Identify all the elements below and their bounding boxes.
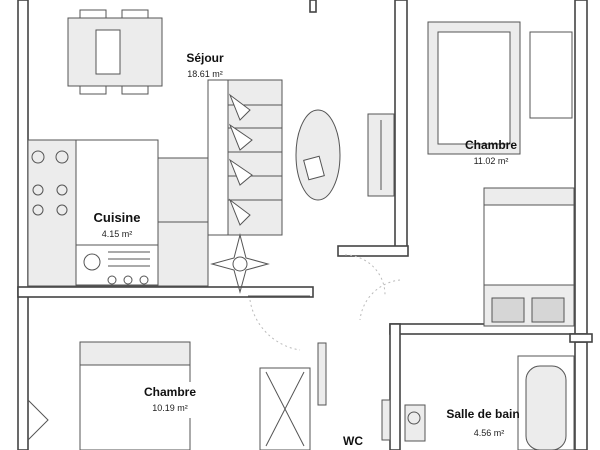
bathtub-inner xyxy=(525,365,567,450)
tv-cabinet xyxy=(367,113,395,197)
bathroom xyxy=(381,355,575,450)
counter-left xyxy=(27,139,77,287)
room-name-cuisine: Cuisine xyxy=(94,210,141,225)
sink xyxy=(407,411,421,425)
sink-bowl xyxy=(83,253,101,271)
walls xyxy=(17,0,593,450)
coffee-table xyxy=(295,109,341,201)
wardrobe xyxy=(529,31,573,119)
sofa xyxy=(207,79,283,236)
wall-top-stub xyxy=(309,0,317,13)
radiator xyxy=(317,342,327,406)
door-arc-wc xyxy=(359,279,401,321)
cooktop-burner xyxy=(32,184,44,196)
magazine xyxy=(303,155,325,181)
bedroom-left xyxy=(27,341,191,450)
room-labels: Séjour 18.61 m² Chambre 11.02 m² Cuisine… xyxy=(84,51,520,448)
wall-stub xyxy=(337,245,409,257)
wall-middle-left xyxy=(17,286,314,298)
cushion xyxy=(228,198,251,226)
pillow xyxy=(531,297,565,323)
wall-sejour-chambre xyxy=(394,0,408,256)
room-name-wc: WC xyxy=(343,434,363,448)
room-name-sejour: Séjour xyxy=(186,51,224,65)
plant-rug xyxy=(210,233,270,294)
cushion xyxy=(228,123,253,151)
wall-right xyxy=(574,0,588,335)
room-area-sejour: 18.61 m² xyxy=(187,69,223,79)
shelf-cross xyxy=(265,371,305,447)
wall-right-gap xyxy=(569,333,593,343)
sink-cabinet xyxy=(404,404,426,442)
wc-area xyxy=(259,342,327,450)
oval-table xyxy=(295,109,341,201)
room-name-salle-de-bain: Salle de bain xyxy=(446,407,519,421)
label-backdrop xyxy=(132,382,212,418)
room-area-salle-de-bain: 4.56 m² xyxy=(474,428,505,438)
room-area-chambre-left: 10.19 m² xyxy=(152,403,188,413)
wall-fixture xyxy=(381,399,391,441)
sink-unit xyxy=(75,244,159,286)
cushion xyxy=(228,158,253,186)
table-runner xyxy=(95,29,121,75)
door-arc-sejour xyxy=(344,254,386,296)
star-decoration xyxy=(210,233,270,294)
room-area-cuisine: 4.15 m² xyxy=(102,229,133,239)
decor-lines xyxy=(27,399,49,441)
room-name-chambre-left: Chambre xyxy=(144,385,196,399)
bedroom-right xyxy=(427,21,575,327)
dining-table-group xyxy=(67,9,163,95)
bed-blanket xyxy=(483,204,575,286)
room-name-chambre-right: Chambre xyxy=(465,138,517,152)
wall-wc-bath xyxy=(389,323,401,450)
sofa-armrest xyxy=(207,79,229,236)
rug-inner xyxy=(437,31,511,145)
pillow xyxy=(491,297,525,323)
wall-left xyxy=(17,0,29,450)
wall-right-lower xyxy=(574,341,588,450)
label-backdrop xyxy=(84,207,154,241)
room-area-chambre-right: 11.02 m² xyxy=(474,156,509,166)
cushion xyxy=(228,93,251,121)
wash-basin xyxy=(31,150,45,164)
door-arc-chambre xyxy=(249,299,301,351)
door-swings xyxy=(248,254,401,351)
